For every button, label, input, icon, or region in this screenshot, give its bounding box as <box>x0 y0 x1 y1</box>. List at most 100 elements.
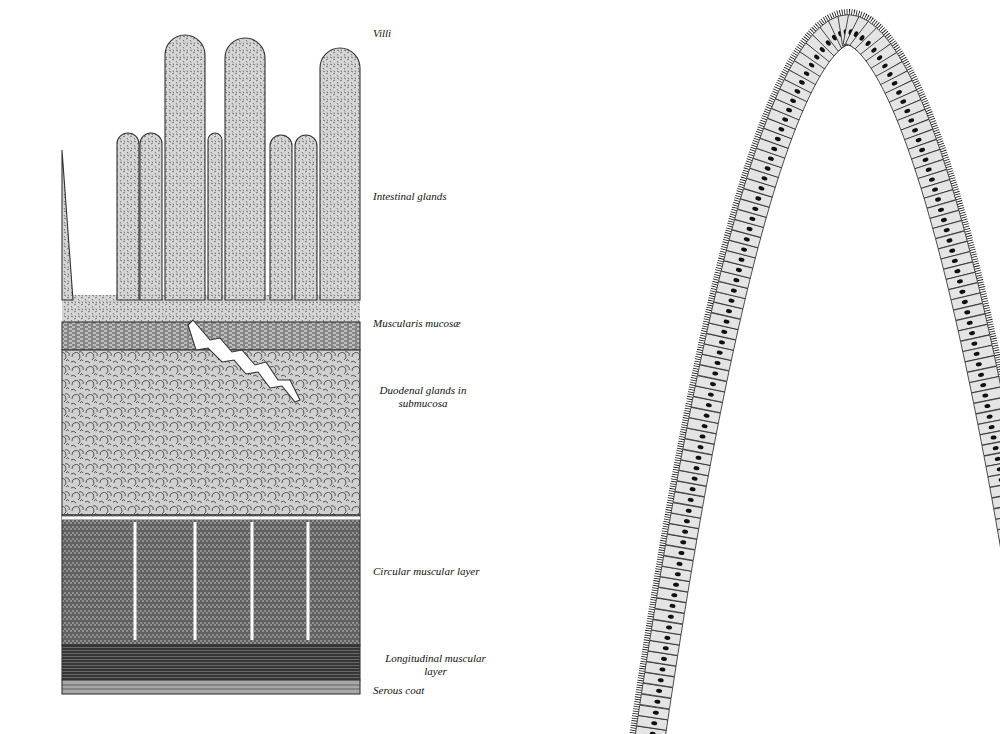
epithelial-cell <box>988 472 1000 488</box>
cell-nucleus <box>786 107 793 113</box>
cell-nucleus <box>949 248 956 253</box>
cell-nucleus <box>668 614 675 619</box>
cell-nucleus <box>728 298 735 303</box>
cell-nucleus <box>798 79 805 85</box>
cell-nucleus <box>726 308 733 313</box>
cell-nucleus <box>969 331 976 336</box>
cell-nucleus <box>741 247 748 252</box>
epithelial-cell <box>994 504 1000 520</box>
cell-nucleus <box>657 678 664 683</box>
cell-nucleus <box>876 54 883 61</box>
cell-nucleus <box>778 126 785 132</box>
cell-nucleus <box>719 340 726 345</box>
cell-nucleus <box>664 635 671 640</box>
cell-nucleus <box>746 226 753 231</box>
cell-nucleus <box>908 118 915 124</box>
cell-nucleus <box>919 147 926 153</box>
duodenum-wall <box>62 35 360 694</box>
cell-nucleus <box>669 603 676 608</box>
cell-nucleus <box>966 320 973 325</box>
cell-nucleus <box>790 98 797 104</box>
part-label: Duodenal glands in submucosa <box>373 384 473 410</box>
cell-nucleus <box>946 238 953 243</box>
cell-nucleus <box>771 146 778 152</box>
cell-nucleus <box>764 166 771 172</box>
part-label: Circular muscular layer <box>373 565 480 578</box>
cell-nucleus <box>682 529 689 534</box>
cell-nucleus <box>935 197 942 203</box>
cell-nucleus <box>676 561 683 566</box>
cell-nucleus <box>870 47 877 54</box>
cell-nucleus <box>767 156 774 162</box>
cell-nucleus <box>651 721 658 726</box>
cell-nucleus <box>996 467 1000 472</box>
cell-nucleus <box>666 625 673 630</box>
cell-nucleus <box>659 667 666 672</box>
cell-nucleus <box>714 360 721 365</box>
cell-nucleus <box>984 403 991 408</box>
epithelial-cell <box>997 525 1000 540</box>
part-label: Villi <box>373 27 391 40</box>
cell-nucleus <box>803 70 810 76</box>
cell-nucleus <box>673 582 680 587</box>
cell-nucleus <box>752 206 759 212</box>
cell-nucleus <box>656 688 663 693</box>
cell-nucleus <box>653 710 660 715</box>
cell-nucleus <box>743 237 750 242</box>
epithelial-cell <box>996 514 1000 529</box>
cell-nucleus <box>938 207 945 212</box>
cell-nucleus <box>794 88 801 94</box>
part-label: Longitudinal muscular layer <box>373 652 498 678</box>
cell-nucleus <box>886 71 893 77</box>
cell-nucleus <box>994 456 1000 461</box>
cell-nucleus <box>661 656 668 661</box>
cell-nucleus <box>689 487 696 492</box>
cell-nucleus <box>697 445 704 450</box>
epithelial-cell <box>986 461 1000 477</box>
cell-nucleus <box>662 646 669 651</box>
cell-nucleus <box>723 319 730 324</box>
cell-nucleus <box>891 80 898 86</box>
cell-nucleus <box>761 176 768 182</box>
cell-nucleus <box>691 476 698 481</box>
cell-nucleus <box>749 216 756 221</box>
cell-nucleus <box>703 413 710 418</box>
cell-nucleus <box>721 329 728 334</box>
cell-nucleus <box>975 362 982 367</box>
cell-nucleus <box>758 186 765 192</box>
cell-nucleus <box>649 731 656 734</box>
cell-nucleus <box>957 279 964 284</box>
cell-nucleus <box>982 393 989 398</box>
cell-nucleus <box>808 62 815 69</box>
cell-nucleus <box>671 593 678 598</box>
cell-nucleus <box>961 299 968 304</box>
epithelial-cell <box>999 535 1000 550</box>
cell-nucleus <box>881 63 888 70</box>
cell-nucleus <box>654 699 661 704</box>
epithelial-cell <box>990 482 1000 498</box>
cell-nucleus <box>932 187 939 193</box>
cell-nucleus <box>731 288 738 293</box>
cell-nucleus <box>693 466 700 471</box>
part-label: Muscularis mucosæ <box>373 317 461 330</box>
cell-nucleus <box>900 99 907 105</box>
cell-nucleus <box>708 392 715 397</box>
cell-nucleus <box>782 117 789 123</box>
cell-nucleus <box>813 54 820 61</box>
cell-nucleus <box>915 137 922 143</box>
cell-nucleus <box>964 310 971 315</box>
cell-nucleus <box>738 257 745 262</box>
cell-nucleus <box>959 289 966 294</box>
cell-nucleus <box>980 383 987 388</box>
villus-diagram <box>627 12 1000 734</box>
cell-nucleus <box>940 217 947 222</box>
cell-nucleus <box>954 269 961 274</box>
cell-nucleus <box>928 177 935 183</box>
epithelial-cell <box>992 493 1000 509</box>
part-label: Serous coat <box>373 684 424 697</box>
cell-nucleus <box>712 371 719 376</box>
cell-nucleus <box>978 372 985 377</box>
cell-nucleus <box>687 497 694 502</box>
cell-nucleus <box>895 89 902 95</box>
